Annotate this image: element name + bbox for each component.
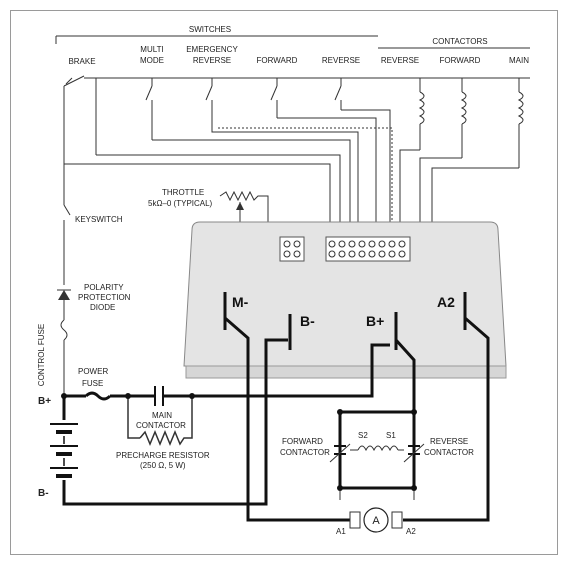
connector-pin xyxy=(348,250,356,258)
battery-negative-label: B- xyxy=(38,488,49,499)
connector-pin xyxy=(368,250,376,258)
precharge-label-1: PRECHARGE RESISTOR xyxy=(116,451,210,460)
reverse-contactor-label-1: REVERSE xyxy=(430,437,468,446)
forward-contactor-coil xyxy=(460,78,467,158)
forward-contactor xyxy=(329,443,351,463)
terminal-b-minus-label: B- xyxy=(300,313,315,329)
contactors-header: CONTACTORS xyxy=(432,37,487,46)
connector-pin xyxy=(328,250,336,258)
forward-contactor-label-2: CONTACTOR xyxy=(280,448,330,457)
connector-pin xyxy=(398,250,406,258)
precharge-label-2: (250 Ω, 5 W) xyxy=(140,461,186,470)
control-connector xyxy=(325,236,411,262)
connector-pin xyxy=(283,240,291,248)
forward-switch xyxy=(270,78,278,118)
connector-pin xyxy=(378,240,386,248)
emergency-reverse-label-2: REVERSE xyxy=(193,56,231,65)
polarity-label-3: DIODE xyxy=(90,303,115,312)
s1-label: S1 xyxy=(386,431,396,440)
terminal-m-minus-label: M- xyxy=(232,294,249,310)
connector-pin xyxy=(293,250,301,258)
forward-contactor-label-1: FORWARD xyxy=(282,437,323,446)
switches-header: SWITCHES xyxy=(189,25,231,34)
connector-pin xyxy=(328,240,336,248)
reverse-contactor-label-2: CONTACTOR xyxy=(424,448,474,457)
control-fuse-label: CONTROL FUSE xyxy=(37,324,46,386)
series-field-winding xyxy=(350,445,404,452)
brake-label: BRAKE xyxy=(68,57,95,66)
connector-pins xyxy=(283,240,406,258)
forward-contactor-coil-label: FORWARD xyxy=(440,56,481,65)
motor-a1-label: A1 xyxy=(336,527,346,536)
power-wiring xyxy=(62,316,490,522)
multi-mode-label-2: MODE xyxy=(140,56,164,65)
terminal-b-plus-label: B+ xyxy=(366,313,384,329)
connector-pin xyxy=(388,250,396,258)
polarity-diode xyxy=(57,289,71,320)
power-fuse-label-1: POWER xyxy=(78,367,108,376)
connector-pin xyxy=(348,240,356,248)
power-fuse-label-2: FUSE xyxy=(82,379,103,388)
throttle-label-1: THROTTLE xyxy=(162,188,204,197)
reverse-switch xyxy=(334,78,342,110)
brake-switch xyxy=(63,75,97,160)
main-contactor-coil xyxy=(517,78,524,168)
connector-pin xyxy=(368,240,376,248)
throttle-label-2: 5kΩ–0 (TYPICAL) xyxy=(148,199,213,208)
reverse-contactor-coil-label: REVERSE xyxy=(381,56,419,65)
connector-pin xyxy=(358,240,366,248)
connector-pin xyxy=(338,240,346,248)
throttle-connector xyxy=(279,236,305,262)
keyswitch-label: KEYSWITCH xyxy=(75,215,123,224)
connector-pin xyxy=(378,250,386,258)
keyswitch xyxy=(63,204,71,285)
main-contactor-label-1: MAIN xyxy=(152,411,172,420)
motor-armature xyxy=(349,507,403,533)
battery-positive-label: B+ xyxy=(38,396,51,407)
polarity-label-2: PROTECTION xyxy=(78,293,131,302)
main-contactor-coil-label: MAIN xyxy=(509,56,529,65)
precharge-node-left xyxy=(125,393,131,399)
connector-pin xyxy=(293,240,301,248)
connector-pin xyxy=(358,250,366,258)
motor-a2-label: A2 xyxy=(406,527,416,536)
forward-switch-label: FORWARD xyxy=(257,56,298,65)
main-contactor-label-2: CONTACTOR xyxy=(136,421,186,430)
reverse-contactor xyxy=(403,443,425,463)
reverse-contactor-coil xyxy=(418,78,425,150)
s2-label: S2 xyxy=(358,431,368,440)
connector-pin xyxy=(283,250,291,258)
battery xyxy=(50,423,78,478)
reverse-switch-label: REVERSE xyxy=(322,56,360,65)
control-fuse xyxy=(60,319,68,396)
emergency-reverse-label-1: EMERGENCY xyxy=(186,45,238,54)
diagram-frame xyxy=(10,10,558,555)
b-plus-node xyxy=(61,393,67,399)
connector-pin xyxy=(388,240,396,248)
precharge-node-right xyxy=(189,393,195,399)
emergency-reverse-switch xyxy=(205,78,213,108)
connector-pin xyxy=(338,250,346,258)
multi-mode-label-1: MULTI xyxy=(140,45,163,54)
connector-pin xyxy=(398,240,406,248)
motor-symbol: A xyxy=(372,515,380,527)
terminal-a2-label: A2 xyxy=(437,294,455,310)
polarity-label-1: POLARITY xyxy=(84,283,124,292)
multi-mode-switch xyxy=(145,78,153,140)
